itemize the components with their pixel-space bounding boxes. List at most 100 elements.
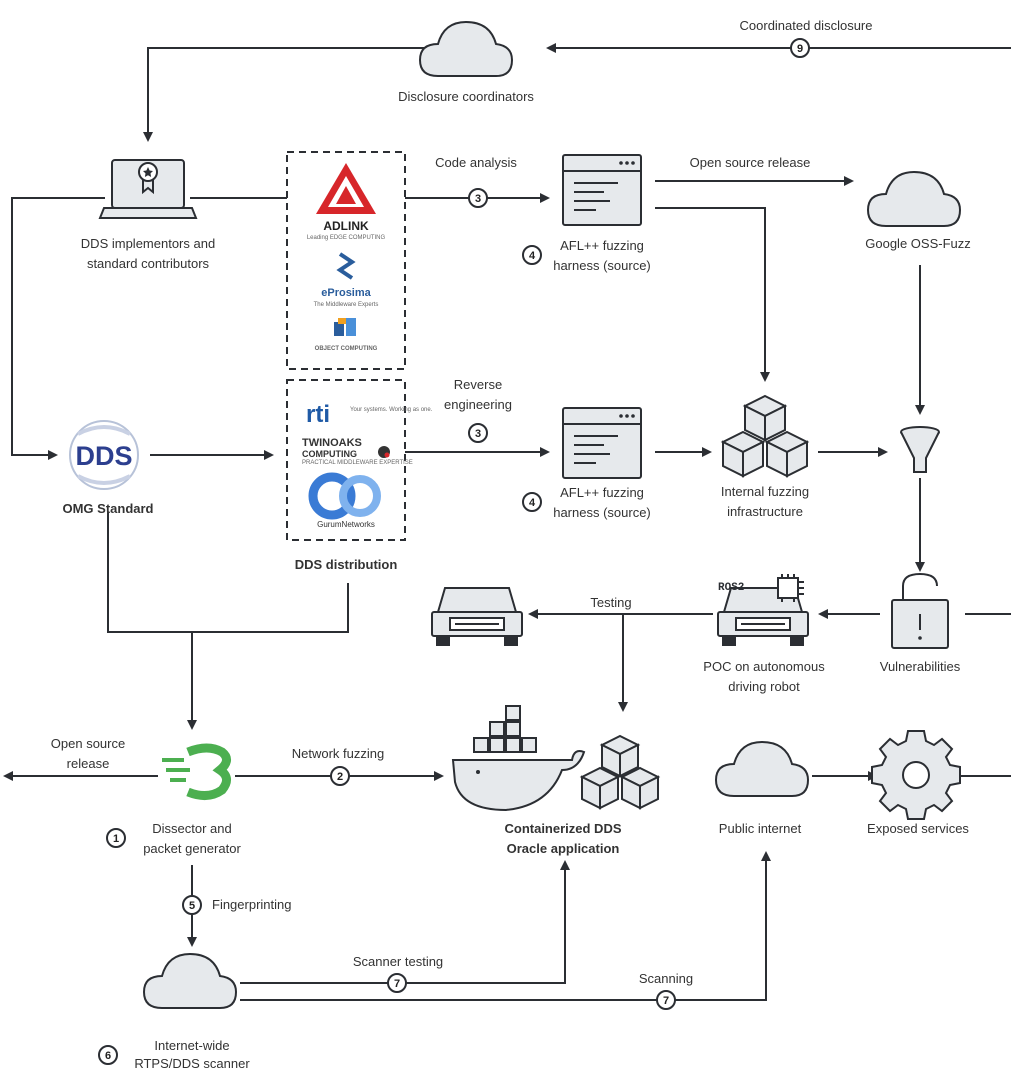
svg-text:Leading EDGE COMPUTING: Leading EDGE COMPUTING — [307, 235, 386, 241]
label-omg-standard: OMG Standard — [62, 501, 153, 516]
step-badge-2: 2 — [330, 766, 350, 786]
svg-text:Your systems. Working as one.: Your systems. Working as one. — [350, 407, 433, 413]
car-icon-poc — [717, 587, 809, 646]
funnel-icon — [900, 426, 940, 473]
padlock-icon — [891, 572, 949, 649]
label-open-source-left-line2: release — [67, 756, 110, 771]
step-badge-4-top: 4 — [522, 245, 542, 265]
line-merge — [107, 512, 349, 633]
label-code-analysis: Code analysis — [435, 155, 517, 170]
gear-icon — [871, 730, 961, 820]
label-exposed-services: Exposed services — [867, 821, 969, 836]
label-poc-line1: POC on autonomous — [703, 659, 825, 674]
label-coordinated-disclosure: Coordinated disclosure — [740, 18, 873, 33]
svg-text:ADLINK: ADLINK — [323, 219, 369, 233]
step-badge-7-scanner-testing: 7 — [387, 973, 407, 993]
label-testing: Testing — [590, 595, 631, 610]
step-badge-7-scanning: 7 — [656, 990, 676, 1010]
docker-whale-icon — [451, 705, 586, 812]
arrow-harness-to-internal — [655, 207, 770, 382]
step-badge-4-bottom: 4 — [522, 492, 542, 512]
svg-text:4: 4 — [529, 250, 536, 262]
cubes-icon-container — [579, 734, 661, 810]
laptop-icon — [98, 159, 198, 219]
label-dissector-line1: Dissector and — [152, 821, 231, 836]
svg-text:2: 2 — [337, 771, 343, 783]
step-badge-9: 9 — [790, 38, 810, 58]
label-harness-bottom-line2: harness (source) — [553, 505, 651, 520]
label-scanning: Scanning — [639, 971, 693, 986]
label-harness-top-line2: harness (source) — [553, 258, 651, 273]
label-poc-line2: driving robot — [728, 679, 800, 694]
car-icon-testing — [431, 587, 523, 646]
svg-text:3: 3 — [475, 193, 481, 205]
label-google-oss-fuzz: Google OSS-Fuzz — [865, 236, 971, 251]
arrow-to-omg-standard — [11, 197, 105, 460]
object-computing-logo: OBJECT COMPUTING — [315, 318, 378, 352]
label-fingerprinting: Fingerprinting — [212, 897, 292, 912]
label-harness-bottom-line1: AFL++ fuzzing — [560, 485, 644, 500]
svg-text:DDS: DDS — [75, 441, 132, 471]
svg-text:3: 3 — [475, 428, 481, 440]
label-scanner-line2: RTPS/DDS scanner — [134, 1056, 250, 1070]
cloud-icon-public-internet — [714, 740, 810, 797]
label-open-source-left-line1: Open source — [51, 736, 125, 751]
svg-text:The Middleware Experts: The Middleware Experts — [314, 302, 379, 308]
label-reverse-line2: engineering — [444, 397, 512, 412]
harness-window-icon-top — [562, 154, 642, 226]
cloud-icon-scanner — [142, 952, 238, 1009]
label-implementors-line1: DDS implementors and — [81, 236, 215, 251]
label-dissector-line2: packet generator — [143, 841, 241, 856]
svg-text:rti: rti — [306, 401, 330, 428]
step-badge-6: 6 — [98, 1045, 118, 1065]
rti-logo: rti Your systems. Working as one. — [306, 401, 433, 428]
step-badge-3-reverse: 3 — [468, 423, 488, 443]
adlink-logo: ADLINK Leading EDGE COMPUTING — [307, 163, 386, 241]
label-containerized-line2: Oracle application — [507, 841, 620, 856]
dds-logo: DDS — [69, 420, 139, 490]
step-badge-1: 1 — [106, 828, 126, 848]
cloud-icon-coordinators — [418, 20, 514, 77]
svg-text:6: 6 — [105, 1050, 111, 1062]
label-scanner-line1: Internet-wide — [154, 1038, 229, 1053]
cloud-icon-oss-fuzz — [866, 170, 962, 227]
label-reverse-line1: Reverse — [454, 377, 502, 392]
label-disclosure-coordinators: Disclosure coordinators — [398, 89, 534, 104]
label-internal-line1: Internal fuzzing — [721, 484, 809, 499]
ros2-label: ROS2 — [718, 582, 744, 594]
svg-text:7: 7 — [394, 978, 400, 990]
label-public-internet: Public internet — [719, 821, 802, 836]
svg-text:4: 4 — [529, 497, 536, 509]
connectors — [3, 43, 1011, 1001]
svg-text:GurumNetworks: GurumNetworks — [317, 520, 375, 529]
svg-text:OBJECT COMPUTING: OBJECT COMPUTING — [315, 346, 378, 352]
svg-text:PRACTICAL MIDDLEWARE EXPERTISE: PRACTICAL MIDDLEWARE EXPERTISE — [302, 460, 413, 466]
arrow-scanner-testing — [240, 860, 570, 984]
twinoaks-logo: TWINOAKS COMPUTING PRACTICAL MIDDLEWARE … — [302, 437, 413, 466]
arrow-scanning — [240, 851, 771, 1001]
svg-text:COMPUTING: COMPUTING — [302, 449, 357, 459]
gurum-logo: GurumNetworks — [308, 472, 381, 529]
svg-text:eProsima: eProsima — [321, 287, 371, 299]
label-harness-top-line1: AFL++ fuzzing — [560, 238, 644, 253]
svg-text:9: 9 — [797, 43, 803, 55]
label-scanner-testing: Scanner testing — [353, 954, 443, 969]
svg-text:TWINOAKS: TWINOAKS — [302, 437, 362, 449]
step-badge-5: 5 — [182, 895, 202, 915]
harness-window-icon-bottom — [562, 407, 642, 479]
label-vulnerabilities: Vulnerabilities — [880, 659, 961, 674]
label-network-fuzzing: Network fuzzing — [292, 746, 384, 761]
svg-text:7: 7 — [663, 995, 669, 1007]
svg-text:1: 1 — [113, 833, 119, 845]
eprosima-logo: eProsima The Middleware Experts — [314, 252, 379, 308]
chip-icon — [777, 574, 804, 602]
cubes-icon-internal-fuzzing — [720, 394, 810, 478]
dissector-logo — [162, 743, 231, 800]
label-internal-line2: infrastructure — [727, 504, 803, 519]
label-dds-distribution: DDS distribution — [295, 557, 398, 572]
arrow-to-implementors — [143, 47, 425, 142]
label-open-source-release: Open source release — [690, 155, 811, 170]
step-badge-3-code: 3 — [468, 188, 488, 208]
label-containerized-line1: Containerized DDS — [504, 821, 621, 836]
